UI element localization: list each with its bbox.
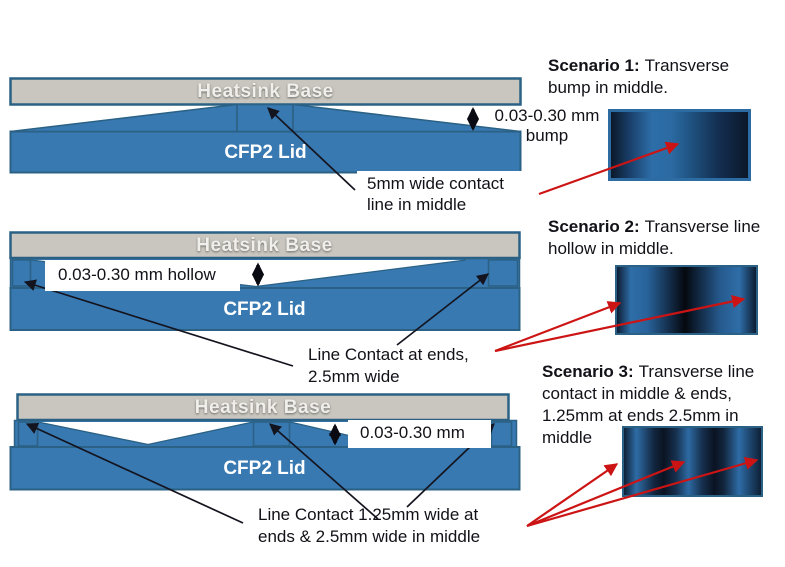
cfp2-lid-label-1: CFP2 Lid — [224, 142, 307, 163]
red-arrow-scenario-3-right — [526, 456, 759, 528]
heatsink-base-label-2: Heatsink Base — [196, 234, 333, 256]
scenario-2-text: Transverse line hollow in middle. — [548, 217, 761, 258]
bump-left-slope — [10, 103, 238, 133]
bump-middle-contact — [236, 103, 294, 133]
scenario-1-heading: Scenario 1:Transverse bump in middle. — [548, 55, 762, 99]
red-arrow-scenario-1 — [538, 141, 680, 196]
contact-annotation-1-line2: line in middle — [367, 195, 467, 214]
cfp2-lid-body-3 — [9, 446, 521, 491]
scenario-3-text: Transverse line contact in middle & ends… — [542, 362, 755, 447]
red-arrow-scenario-2-left — [494, 301, 622, 353]
scenario-3-heading: Scenario 3:Transverse line contact in mi… — [542, 361, 782, 449]
gap-value-3: 0.03-0.30 mm — [360, 423, 465, 442]
contact-annotation-3-line2: ends & 2.5mm wide in middle — [258, 527, 481, 546]
leader-arrow-left-contact-3 — [25, 423, 244, 524]
cfp2-lid-body-2 — [9, 287, 521, 331]
scenario-1-title: Scenario 1: — [548, 56, 640, 75]
gap-value-2: 0.03-0.30 mm hollow — [58, 265, 216, 284]
leader-arrow-left-contact-2 — [23, 279, 294, 367]
red-arrow-scenario-2-right — [494, 294, 746, 353]
heatsink-base-label-3: Heatsink Base — [194, 396, 332, 418]
contact-annotation-1: 5mm wide contact line in middle — [357, 171, 525, 218]
bump-right-slope — [292, 103, 521, 133]
heatsink-base-bar-1 — [9, 77, 522, 106]
thermal-image-scenario-3 — [622, 426, 763, 497]
heatsink-base-label-1: Heatsink Base — [197, 81, 334, 102]
hollow-slope-left-edge — [37, 421, 254, 446]
scenario-3-title: Scenario 3: — [542, 362, 634, 381]
gap-word-bump: bump — [525, 126, 569, 145]
contact-annotation-2-line2: 2.5mm wide — [308, 366, 400, 386]
line-contact-right-end-3 — [490, 421, 513, 447]
contact-annotation-2-line1: Line Contact at ends, — [308, 345, 469, 364]
leader-arrow-right-contact-2 — [396, 273, 489, 346]
red-arrow-scenario-3-middle — [526, 460, 686, 528]
line-contact-left-end-2 — [11, 259, 32, 287]
contact-annotation-3-line1: Line Contact 1.25mm wide at — [258, 505, 479, 524]
heatsink-base-bar-3 — [16, 393, 510, 422]
scenario-1-text: Transverse bump in middle. — [548, 56, 730, 97]
leader-arrow-contact-middle-1 — [267, 107, 356, 191]
cfp2-lid-label-2: CFP2 Lid — [223, 299, 306, 320]
gap-value-1: 0.03-0.30 mm — [494, 106, 600, 125]
leader-arrow-middle-contact-3 — [269, 423, 379, 520]
red-arrow-scenario-3-left — [526, 463, 619, 527]
cfp2-lid-label-3: CFP2 Lid — [223, 458, 306, 479]
hollow-gap-left-area — [38, 422, 253, 445]
scenario-2-title: Scenario 2: — [548, 217, 640, 236]
gap-dimension-label-2: 0.03-0.30 mm hollow — [45, 261, 240, 291]
scenario-2-heading: Scenario 2:Transverse line hollow in mid… — [548, 216, 762, 260]
contact-annotation-1-line1: 5mm wide contact — [367, 174, 504, 193]
line-contact-left-end-3 — [17, 421, 39, 447]
diagram-1-bump — [9, 77, 680, 196]
line-contact-right-end-2 — [487, 259, 519, 287]
gap-dimension-label-3: 0.03-0.30 mm — [348, 420, 491, 448]
gap-dimension-label-1: 0.03-0.30 mm bump — [486, 106, 608, 146]
thermal-image-scenario-1 — [608, 109, 751, 181]
contact-annotation-3: Line Contact 1.25mm wide at ends & 2.5mm… — [258, 504, 508, 548]
contact-annotation-2: Line Contact at ends, 2.5mm wide — [308, 344, 493, 387]
cfp2-lid-body-1 — [9, 130, 522, 174]
